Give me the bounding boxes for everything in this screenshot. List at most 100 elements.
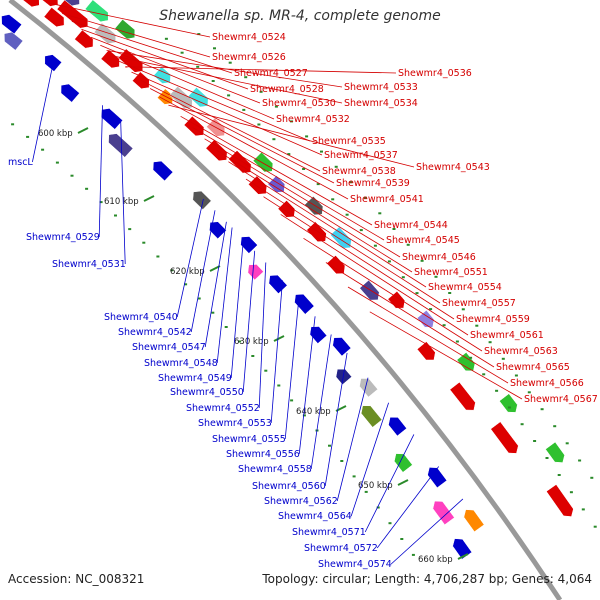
- reverse-gene-label: Shewmr4_0571: [292, 527, 366, 538]
- gene-feature: [152, 160, 174, 182]
- reverse-gene-label: Shewmr4_0553: [198, 418, 272, 429]
- forward-gene-label: Shewmr4_0537: [324, 150, 398, 161]
- scale-dot: [238, 340, 242, 343]
- forward-gene-label: Shewmr4_0545: [386, 235, 460, 246]
- gene-feature: [84, 0, 109, 23]
- forward-label-leader: [140, 79, 321, 172]
- reverse-gene-label: Shewmr4_0531: [52, 259, 126, 270]
- scale-dot: [340, 460, 344, 462]
- accession-text: Accession: NC_008321: [8, 572, 145, 586]
- scale-dot: [224, 326, 228, 328]
- reverse-label-leader: [364, 434, 415, 533]
- forward-gene-label: Shewmr4_0544: [374, 220, 448, 231]
- gene-feature: [100, 49, 120, 69]
- scale-dot: [488, 341, 492, 344]
- forward-label-leader: [216, 149, 413, 273]
- scale-dot: [557, 474, 561, 476]
- gene-feature: [114, 19, 136, 40]
- scale-dot: [211, 80, 215, 82]
- gene-feature: [449, 381, 476, 411]
- gene-feature: [335, 368, 353, 385]
- topology-text: Topology: circular; Length: 4,706,287 bp…: [262, 572, 592, 586]
- scale-dot: [533, 440, 537, 442]
- scale-dot: [211, 311, 215, 314]
- scale-label: 630 kbp: [234, 337, 269, 347]
- scale-dot: [514, 374, 518, 377]
- gene-feature: [22, 0, 40, 8]
- reverse-label-leader: [98, 105, 103, 238]
- scale-dot: [442, 324, 446, 327]
- scale-dot: [213, 47, 216, 50]
- reverse-gene-label: Shewmr4_0552: [186, 403, 260, 414]
- scale-dot: [429, 308, 433, 311]
- forward-gene-label: Shewmr4_0543: [416, 162, 490, 173]
- reverse-gene-label: Shewmr4_0542: [118, 327, 192, 338]
- scale-dot: [328, 444, 331, 447]
- gene-feature: [490, 421, 519, 454]
- gene-feature: [394, 453, 413, 473]
- scale-dot: [527, 391, 531, 394]
- scale-tick: [457, 553, 469, 560]
- scale-dot: [272, 138, 276, 141]
- scale-dot: [302, 414, 306, 417]
- gene-feature: [359, 378, 379, 398]
- scale-dot: [406, 243, 410, 246]
- reverse-label-leader: [176, 198, 204, 318]
- scale-dot: [540, 408, 544, 411]
- forward-label-leader: [100, 44, 275, 120]
- reverse-label-leader: [284, 298, 300, 440]
- forward-label-leader: [149, 88, 335, 184]
- scale-dot: [26, 135, 30, 138]
- reverse-gene-label: Shewmr4_0556: [226, 449, 300, 460]
- gene-feature: [359, 279, 380, 301]
- scale-dot: [434, 275, 438, 278]
- scale-dot: [507, 406, 511, 409]
- gene-feature: [101, 108, 124, 130]
- reverse-label-leader: [190, 210, 216, 333]
- gene-feature: [93, 22, 116, 44]
- gene-feature: [205, 139, 228, 162]
- forward-gene-label: Shewmr4_0563: [484, 346, 558, 357]
- scale-tick: [273, 335, 285, 342]
- gene-feature: [499, 393, 518, 413]
- reverse-label-leader: [324, 352, 348, 487]
- scale-dot: [545, 457, 549, 459]
- scale-dot: [578, 459, 582, 462]
- reverse-label-leader: [230, 239, 244, 379]
- scale-dot: [349, 181, 353, 184]
- scale-dot: [359, 229, 363, 232]
- scale-dot: [565, 442, 569, 445]
- scale-label: 640 kbp: [296, 407, 331, 417]
- reverse-label-leader: [242, 250, 256, 393]
- reverse-label-leader: [350, 402, 389, 517]
- gene-feature: [267, 175, 286, 193]
- forward-label-leader: [228, 161, 427, 288]
- scale-dot: [197, 33, 201, 36]
- reverse-gene-label: Shewmr4_0572: [304, 543, 378, 554]
- scale-tick-layer: [11, 33, 597, 560]
- gene-feature: [209, 221, 227, 240]
- scale-dot: [520, 423, 524, 426]
- forward-label-leader: [347, 286, 509, 384]
- scale-dot: [331, 198, 335, 201]
- genome-title: Shewanella sp. MR-4, complete genome: [159, 8, 441, 24]
- scale-dot: [495, 389, 499, 392]
- scale-dot: [501, 357, 505, 360]
- scale-dot: [196, 65, 200, 68]
- forward-gene-label: Shewmr4_0567: [524, 394, 598, 405]
- reverse-gene-label: Shewmr4_0574: [318, 559, 392, 570]
- scale-dot: [99, 201, 103, 204]
- reverse-gene-label: Shewmr4_0562: [264, 496, 338, 507]
- scale-dot: [128, 228, 132, 231]
- forward-gene-label: Shewmr4_0565: [496, 362, 570, 373]
- scale-dot: [345, 213, 349, 216]
- forward-gene-label: Shewmr4_0528: [250, 84, 324, 95]
- scale-dot: [274, 105, 278, 108]
- forward-label-leader: [62, 13, 211, 58]
- scale-dot: [70, 174, 74, 177]
- scale-dot: [277, 384, 281, 387]
- reverse-label-leader: [270, 280, 283, 424]
- scale-dot: [305, 135, 309, 138]
- scale-dot: [378, 212, 382, 215]
- scale-dot: [227, 94, 231, 97]
